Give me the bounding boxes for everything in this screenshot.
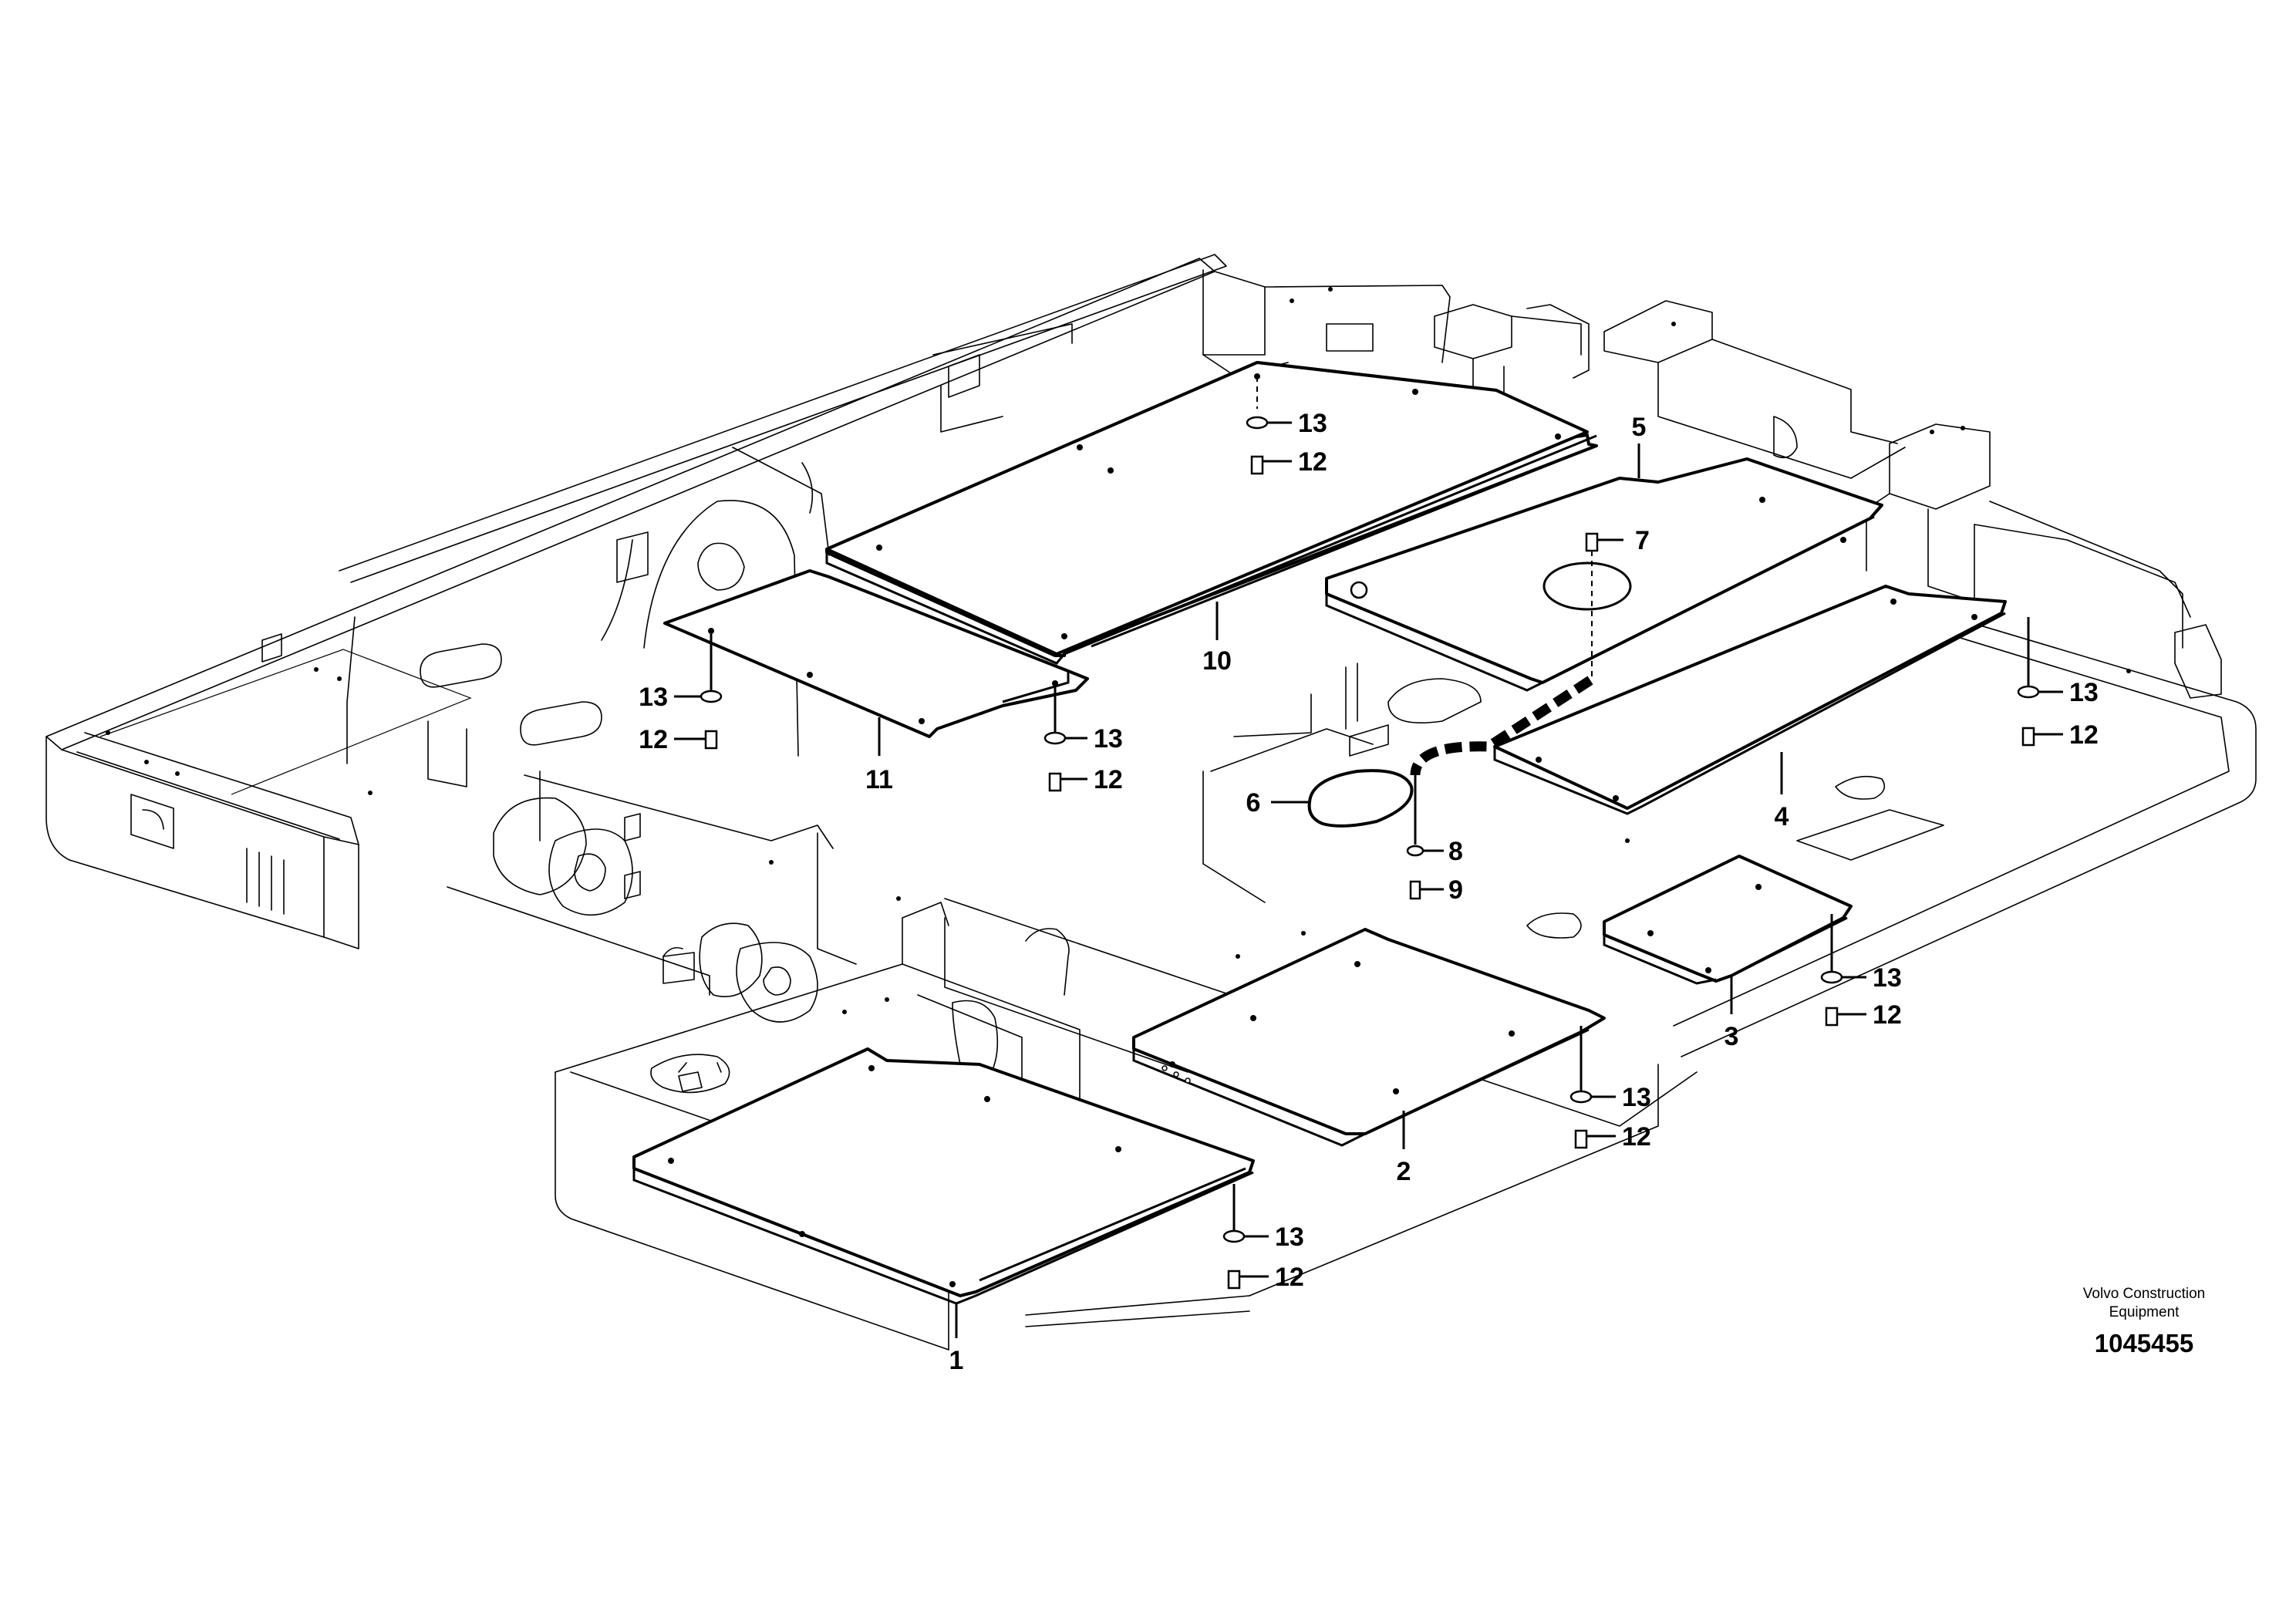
callout-12-panel-3: 12 [1873,1000,1902,1030]
fastener-stack-panel-2 [1569,1026,1593,1149]
callout-1: 1 [949,1346,964,1375]
callout-13-panel-10: 13 [1298,409,1327,438]
callout-13-panel-4: 13 [2069,678,2099,707]
callout-12-panel-4: 12 [2069,720,2099,750]
upper-frame-outline [46,254,2257,1351]
floor-panel-2 [1132,928,1606,1147]
fastener-stack-panel-11-right [1043,683,1067,792]
callout-12-panel-2: 12 [1622,1122,1651,1152]
callout-leaders [674,421,2063,1338]
floor-panel-5 [1325,457,1883,692]
fastener-stack-panel-5 [1410,532,1599,776]
floor-panel-1 [632,1047,1255,1305]
callout-12-panel-1: 12 [1275,1263,1304,1292]
floor-panel-3 [1603,855,1853,985]
callout-9: 9 [1448,875,1463,905]
frame-holes [106,287,2131,1014]
drawing-number: 1045455 [2095,1329,2193,1357]
callout-13-panel-3: 13 [1873,963,1902,993]
floor-panel-4 [1493,585,2007,815]
fastener-stack-panel-11-left [700,634,723,750]
callout-12-panel-11-right: 12 [1094,765,1123,794]
callout-7: 7 [1635,526,1650,555]
callout-2: 2 [1397,1157,1411,1186]
callout-11: 11 [865,765,893,794]
drawing-footer: Volvo Construction Equipment 1045455 [2083,1286,2205,1357]
callout-5: 5 [1632,413,1647,442]
callout-13-panel-1: 13 [1275,1222,1304,1252]
callout-12-panel-11-left: 12 [639,725,668,754]
floor-panel-10 [825,361,1598,665]
brand-line-1: Volvo Construction [2083,1286,2205,1302]
brand-line-2: Equipment [2109,1304,2180,1320]
callout-3: 3 [1725,1022,1739,1051]
fastener-stack-panel-4 [2017,617,2040,747]
callout-8: 8 [1448,837,1463,866]
floor-panel-11 [663,569,1089,738]
callout-10: 10 [1202,646,1232,676]
cover-gasket-6 [1307,769,1414,828]
callout-13-panel-2: 13 [1622,1083,1651,1112]
callout-13-panel-11-left: 13 [639,683,668,712]
callout-13-panel-11-right: 13 [1094,724,1123,754]
callout-12-panel-10: 12 [1298,447,1327,477]
callout-6: 6 [1246,788,1261,818]
fastener-stack-panel-3 [1820,914,1843,1027]
fastener-stack-panel-1 [1222,1184,1246,1290]
fastener-stack-gasket-6 [1406,775,1424,900]
callout-4: 4 [1775,802,1789,831]
callout-labels: 1 2 3 4 5 6 7 8 9 10 11 13 12 13 12 13 1… [639,409,2099,1375]
